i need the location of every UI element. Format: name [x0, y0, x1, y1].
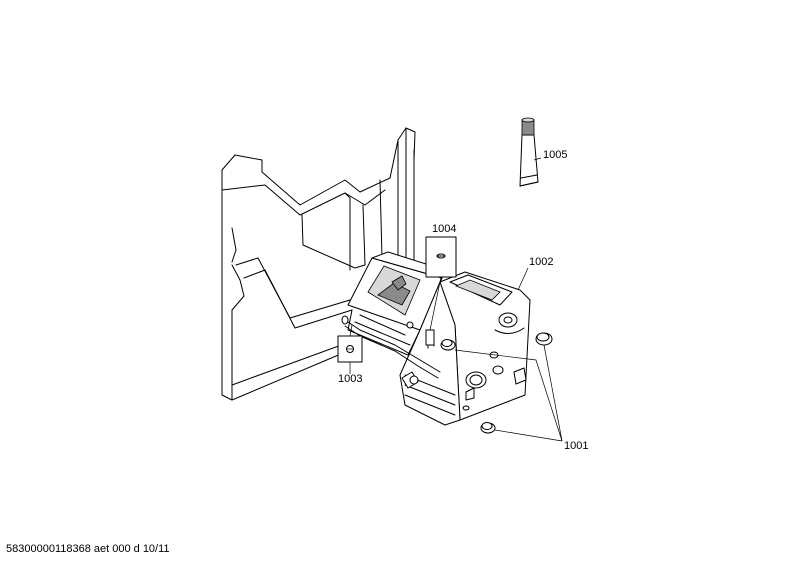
callout-1003: 1003 [338, 373, 363, 385]
caps [440, 332, 553, 434]
housing-frame [221, 127, 416, 401]
callout-1002: 1002 [529, 256, 554, 268]
detail-1004 [425, 236, 457, 346]
document-id-footer: 58300000118368 aet 000 d 10/11 [6, 543, 170, 555]
callout-1001: 1001 [564, 440, 589, 452]
detail-1003 [337, 324, 363, 363]
callout-1004: 1004 [432, 223, 457, 235]
callout-1005: 1005 [543, 149, 568, 161]
main-unit [341, 251, 531, 426]
leader-lines [349, 157, 563, 442]
grease-tube-1005 [519, 117, 539, 187]
